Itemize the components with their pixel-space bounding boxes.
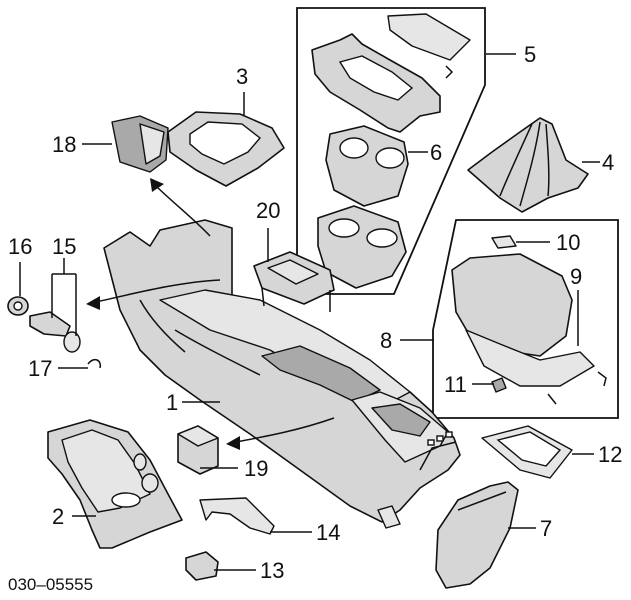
callout-8: 8: [380, 328, 392, 353]
group-box-8-11: [432, 219, 619, 419]
callout-4: 4: [602, 150, 614, 175]
part-11-small-clip: [491, 377, 507, 393]
part-1-center-console: [103, 219, 461, 529]
part-5-top-trim: [311, 13, 471, 133]
part-2-side-panel: [47, 419, 183, 549]
callout-5: 5: [524, 42, 536, 67]
callout-12: 12: [598, 442, 622, 467]
leader-lines: [19, 53, 600, 571]
callout-17: 17: [28, 356, 52, 381]
part-10-clip: [491, 235, 517, 249]
part-12-tray-mat: [481, 425, 573, 479]
part-16-cap: [7, 296, 29, 316]
callout-16: 16: [8, 234, 32, 259]
part-17-wire: [87, 358, 102, 369]
callout-14: 14: [316, 520, 340, 545]
part-20-shift-indicator: [253, 251, 335, 312]
callout-20: 20: [256, 198, 280, 223]
arrow-to-18: [150, 178, 211, 237]
callout-10: 10: [556, 230, 580, 255]
callout-15: 15: [52, 234, 76, 259]
part-3-trim-bezel: [167, 111, 285, 187]
callout-6: 6: [430, 140, 442, 165]
callout-1: 1: [166, 390, 178, 415]
callout-7: 7: [540, 516, 552, 541]
diagram-code: 030–05555: [8, 575, 93, 594]
group-box-5-6: [296, 7, 486, 295]
part-14-bracket: [199, 497, 275, 535]
callout-13: 13: [260, 558, 284, 583]
callout-19: 19: [244, 456, 268, 481]
part-4-shift-boot: [467, 117, 589, 213]
part-13-connector: [185, 551, 219, 581]
arrow-to-19: [226, 417, 335, 450]
part-7-rear-panel: [435, 481, 519, 589]
callout-9: 9: [570, 264, 582, 289]
callout-3: 3: [236, 64, 248, 89]
part-19-switch-block: [177, 425, 219, 475]
callout-11: 11: [444, 372, 467, 397]
part-15-socket: [29, 311, 81, 353]
callout-18: 18: [52, 132, 76, 157]
callout-2: 2: [52, 504, 64, 529]
arrow-to-15: [86, 279, 221, 310]
part-18-switch: [111, 115, 169, 173]
part-6-cup-holder: [317, 125, 409, 289]
part-9-armrest-lid: [451, 253, 607, 405]
